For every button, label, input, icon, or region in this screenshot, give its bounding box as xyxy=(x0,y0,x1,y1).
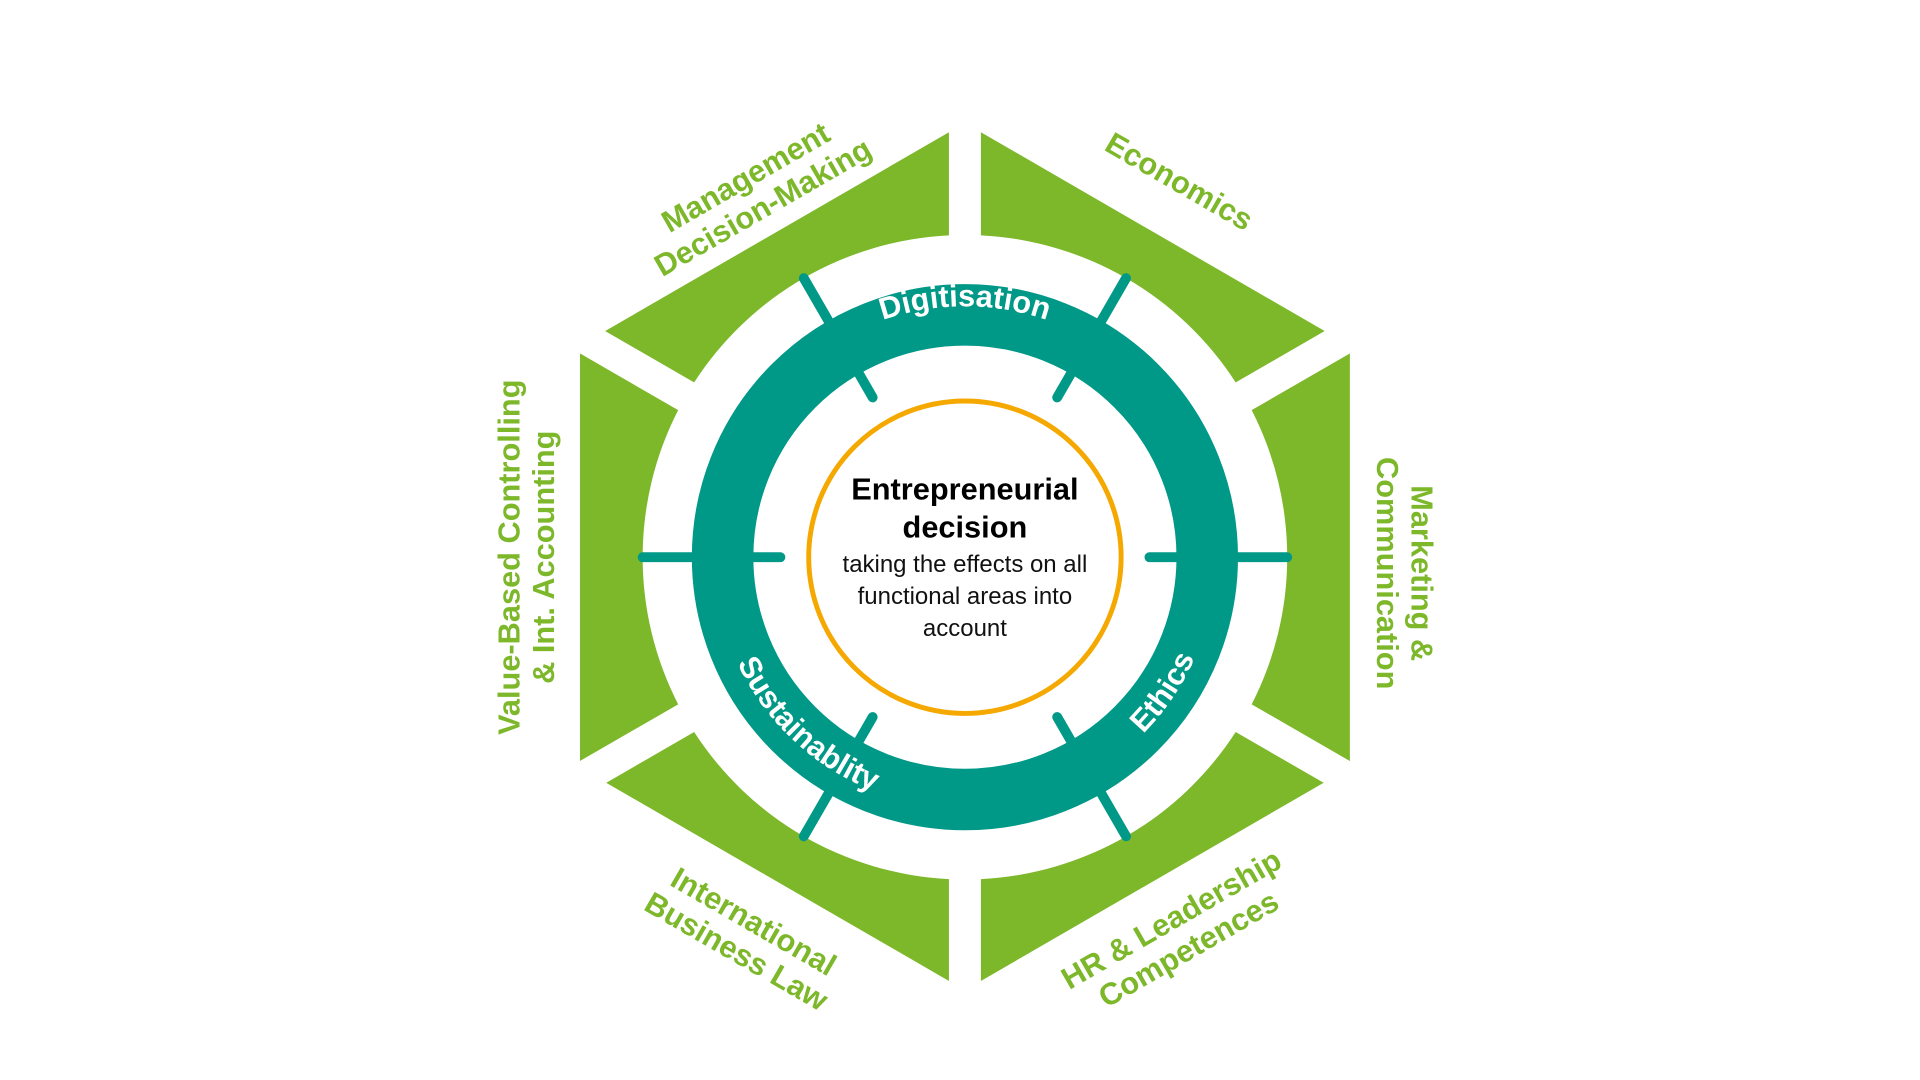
segment-marketing xyxy=(1251,202,1350,913)
label-controlling-line2: & Int. Accounting xyxy=(526,431,561,684)
center-title-line2: decision xyxy=(903,510,1028,545)
segment-law xyxy=(579,732,949,991)
label-marketing: Marketing & Communication xyxy=(1370,457,1439,689)
segment-controlling xyxy=(579,202,679,913)
center-circle xyxy=(806,398,1124,716)
segment-economics xyxy=(980,123,1350,383)
ring-tick xyxy=(798,712,878,842)
segment-management xyxy=(579,123,949,383)
center-title-line1: Entrepreneurial xyxy=(851,471,1078,506)
center-subtitle-line2: functional areas into xyxy=(858,583,1073,610)
label-marketing-line1: Marketing & xyxy=(1404,485,1439,661)
label-controlling-line1: Value-Based Controlling xyxy=(492,380,527,735)
segment-group xyxy=(579,123,1350,991)
segment-hr xyxy=(980,732,1350,991)
ring-tick xyxy=(798,273,878,403)
ring-tick xyxy=(1052,273,1131,403)
label-controlling: Value-Based Controlling & Int. Accountin… xyxy=(492,380,561,735)
label-marketing-line2: Communication xyxy=(1370,457,1405,689)
center-subtitle-line3: account xyxy=(923,615,1007,642)
ring-tick xyxy=(1052,712,1131,842)
center-subtitle-line1: taking the effects on all xyxy=(843,551,1088,578)
tick-group xyxy=(637,273,1293,842)
